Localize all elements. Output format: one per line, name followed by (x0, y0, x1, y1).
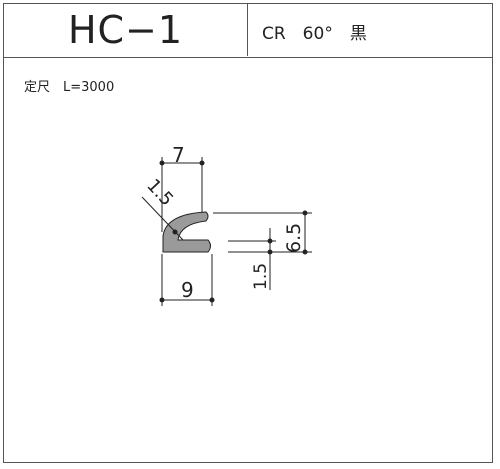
model-number: HC−1 (4, 4, 248, 56)
dim-height-label: 6.5 (283, 223, 305, 253)
dim-base-thickness (228, 228, 276, 290)
standard-length: 定尺 L=3000 (24, 80, 115, 95)
dim-top-width (159, 157, 205, 232)
material-spec: CR 60° 黒 (262, 24, 367, 44)
dim-bottom-width (159, 254, 215, 306)
dim-thickness (141, 196, 184, 241)
drawing-frame: HC−1 CR 60° 黒 定尺 L=3000 (3, 3, 493, 463)
dim-base-thickness-label: 1.5 (251, 263, 271, 290)
title-block: HC−1 CR 60° 黒 (4, 4, 492, 58)
dim-bottom-width-label: 9 (181, 278, 194, 302)
dim-thickness-label: 1.5 (142, 175, 177, 210)
profile-cross-section (162, 211, 211, 253)
dim-top-width-label: 7 (172, 143, 185, 167)
